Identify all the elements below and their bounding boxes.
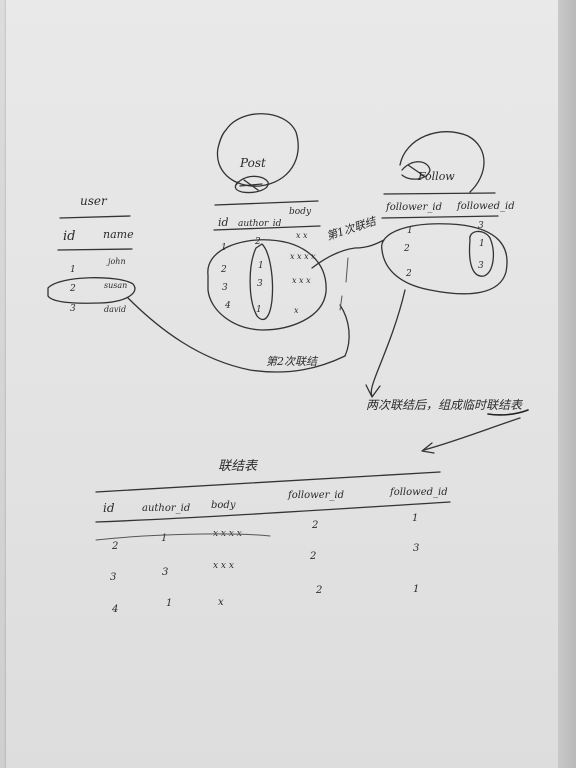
follow-header-followed: followed_id: [456, 201, 515, 212]
join-label-first: 第1次联结: [325, 214, 379, 243]
follow-followed-oval: [468, 230, 495, 277]
post-table-top-rule: [214, 200, 319, 206]
follow-row-2-followed: 1: [479, 239, 485, 249]
post-row-4-author: 1: [256, 305, 262, 315]
post-to-follow-tick: [339, 257, 349, 311]
result-row-3-id: 4: [111, 604, 118, 615]
post-title-circle: [216, 113, 299, 187]
user-row-1-name: john: [106, 257, 126, 266]
post-row-4-body: x: [294, 306, 299, 315]
result-header-author-id: author_id: [142, 503, 190, 514]
follow-table-header-rule: [381, 215, 499, 219]
user-row-2-name: susan: [104, 281, 127, 290]
result-row-1-author: 1: [161, 533, 167, 544]
result-header-followed-id: followed_id: [389, 487, 448, 498]
follow-row-3-follower: 2: [405, 269, 412, 279]
user-to-post-tail: [339, 304, 350, 357]
result-row-2-body: x x x: [213, 561, 234, 571]
follow-table-title: Follow: [417, 170, 455, 183]
user-row-3-name: david: [104, 305, 126, 314]
follow-title-arc: [399, 131, 485, 193]
result-header-body: body: [211, 500, 236, 511]
user-header-id: id: [63, 229, 75, 244]
post-row-1-body: x x: [296, 231, 308, 240]
result-table: 联结表 id author_id body follower_id follow…: [95, 459, 451, 615]
result-header-id: id: [103, 501, 115, 515]
post-table: Post id author_id body 1 2 x x 2 1 x x x…: [207, 113, 327, 331]
follow-row-3-followed: 3: [478, 261, 484, 271]
join-connectors: 第2次联结 第1次联结 两次联结后，组成临时联结表: [127, 214, 529, 454]
follow-down-arrow: [370, 289, 406, 397]
post-row-3-body: x x x: [292, 276, 311, 285]
follow-table: Follow follower_id followed_id 1 3 2 1 2…: [381, 131, 515, 295]
join-label-second: 第2次联结: [266, 355, 319, 368]
post-row-1-author: 2: [254, 237, 261, 247]
join-note: 两次联结后，组成临时联结表: [366, 398, 524, 412]
user-table-title: user: [80, 194, 108, 208]
post-row-3-author: 3: [257, 279, 263, 289]
result-row-1-followed: 1: [412, 513, 418, 524]
follow-table-top-rule: [383, 192, 496, 195]
post-row-2-body: x x x x: [290, 252, 316, 261]
result-row-2-followed: 3: [413, 543, 419, 554]
follow-row-1-followed: 3: [478, 221, 484, 231]
user-row-2-id: 2: [69, 284, 76, 294]
follow-header-follower: follower_id: [385, 202, 442, 213]
user-row-1-id: 1: [70, 265, 76, 275]
user-table-header-rule: [57, 248, 133, 251]
result-row-1-id: 2: [111, 541, 118, 552]
user-row-3-id: 3: [70, 304, 76, 314]
post-row-2-author: 1: [258, 261, 264, 271]
paper-sheet: [6, 0, 558, 768]
post-scribble: [234, 175, 269, 194]
follow-rows-oval: [381, 223, 508, 295]
user-table: user id name 1 john 2 susan 3 david: [47, 194, 136, 314]
result-row-2-id: 3: [110, 572, 116, 583]
follow-down-arrowhead: [365, 384, 381, 398]
note-to-result-arrow: [423, 417, 521, 451]
note-to-result-arrowhead: [421, 442, 435, 454]
user-header-name: name: [103, 228, 134, 241]
result-row-3-followed: 1: [413, 584, 419, 595]
result-row-2-author: 3: [162, 567, 168, 578]
post-table-title: Post: [239, 156, 266, 170]
follow-row-1-follower: 1: [407, 226, 413, 236]
post-row-2-id: 2: [220, 265, 227, 275]
post-rows-oval: [207, 239, 327, 331]
result-table-header-rule: [95, 501, 451, 523]
post-row-3-id: 3: [222, 283, 228, 293]
note-underline: [487, 409, 529, 416]
post-header-id: id: [218, 216, 229, 229]
susan-row-circle: [47, 277, 136, 304]
paper-edge: [558, 0, 576, 768]
post-author-oval: [249, 243, 274, 321]
follow-scribble: [401, 161, 431, 180]
result-row-1-strike: [95, 533, 271, 541]
post-row-1-id: 1: [221, 243, 227, 253]
result-row-3-body: x: [218, 597, 224, 608]
result-row-3-author: 1: [166, 598, 172, 609]
result-row-3-follower: 2: [315, 585, 322, 596]
result-header-follower-id: follower_id: [287, 490, 344, 501]
post-header-author-id: author_id: [238, 219, 282, 229]
post-row-4-id: 4: [224, 301, 231, 311]
result-row-2-follower: 2: [309, 551, 316, 562]
post-to-follow-curve: [311, 239, 385, 269]
post-table-header-rule: [213, 225, 321, 231]
user-table-top-rule: [59, 215, 131, 219]
user-to-post-curve: [127, 297, 346, 373]
result-table-title: 联结表: [218, 459, 259, 474]
post-header-body: body: [289, 207, 312, 217]
result-table-top-rule: [95, 471, 441, 493]
result-row-1-follower: 2: [311, 520, 318, 531]
follow-row-2-follower: 2: [403, 244, 410, 254]
